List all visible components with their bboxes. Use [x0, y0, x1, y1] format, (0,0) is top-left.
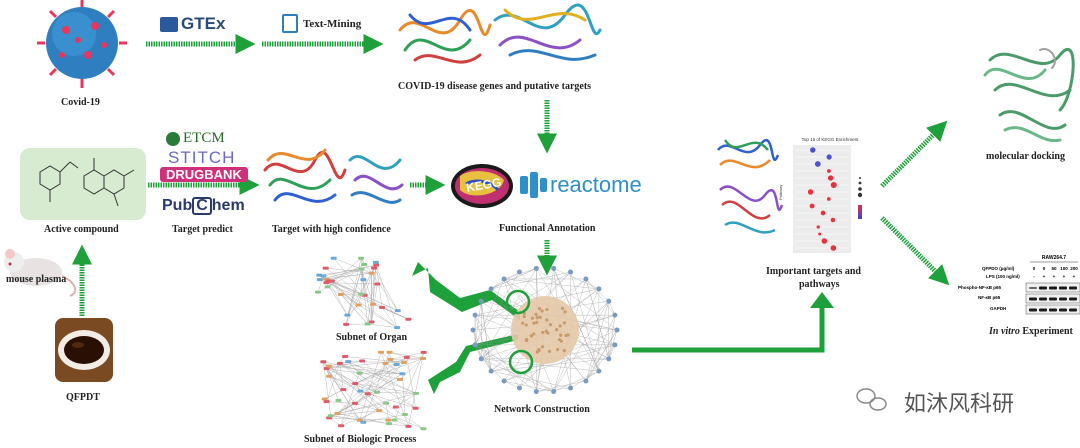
covid-virus-image: [37, 0, 127, 88]
active-compound-label: Active compound: [44, 224, 119, 235]
wb-blot-nfkb: NF-κB p65: [978, 295, 1001, 300]
etcm-logo: ETCM: [166, 130, 225, 147]
mouse-plasma-label: mouse plasma: [6, 274, 67, 285]
reactome-text: reactome: [550, 172, 642, 197]
protein-structure-middle: [263, 148, 404, 204]
subnet-bio-graph: [320, 350, 427, 431]
wb-band: [1049, 286, 1057, 290]
arrowhead-targets: [810, 292, 834, 308]
chart-title: Top 15 of KEGG Enrichment: [802, 137, 860, 142]
arrows: [72, 34, 950, 316]
wb-band: [1049, 297, 1057, 301]
arrow-to-docking: [880, 120, 948, 188]
document-icon: [282, 14, 298, 33]
target-predict-label: Target predict: [172, 224, 233, 235]
etcm-text: ETCM: [183, 130, 225, 146]
western-blot: RAW264.7 QFPDO (μg/ml) LPS (100 ng/ml) 0…: [958, 255, 1080, 315]
wb-row-qfpdo: QFPDO (μg/ml): [982, 266, 1015, 271]
wb-lps-value: +: [1073, 274, 1076, 279]
wb-lps-value: +: [1043, 274, 1046, 279]
functional-annotation-label: Functional Annotation: [499, 223, 596, 234]
wb-qfpdo-value: 200: [1070, 266, 1078, 271]
wb-row-lps: LPS (100 ng/ml): [986, 274, 1020, 279]
qfpdt-cup-image: [55, 318, 113, 382]
wb-cell-line: RAW264.7: [1042, 255, 1066, 261]
wb-band: [1059, 286, 1067, 290]
wb-band: [1059, 308, 1067, 312]
pubchem-pub: Pub: [162, 197, 193, 214]
network-construction-label: Network Construction: [494, 404, 590, 415]
in-vitro-label: In vitro Experiment: [989, 326, 1073, 337]
chemical-structures: [39, 158, 135, 207]
bio-highlight-circle: [508, 349, 534, 375]
disease-genes-label: COVID-19 disease genes and putative targ…: [398, 81, 592, 92]
molecular-docking-label: molecular docking: [986, 151, 1065, 162]
wb-band: [1029, 308, 1037, 312]
wb-band: [1069, 297, 1077, 301]
text-mining-logo: Text-Mining: [282, 14, 361, 33]
active-compound-box: [20, 148, 146, 220]
wb-qfpdo-value: 0: [1033, 266, 1036, 271]
wb-band: [1059, 297, 1067, 301]
reactome-icon: [520, 172, 547, 198]
covid-label: Covid-19: [61, 97, 100, 108]
wb-lps-value: -: [1033, 274, 1035, 279]
wb-qfpdo-value: 50: [1051, 266, 1057, 271]
arrow-to-experiment: [880, 216, 950, 286]
wb-band: [1039, 286, 1047, 290]
stitch-logo: STITCH: [168, 148, 236, 167]
in-vitro-italic: In vitro: [989, 326, 1020, 337]
wb-band: [1029, 297, 1037, 301]
wb-band: [1049, 308, 1057, 312]
wb-blot-phospho: Phospho-NF-κB p65: [958, 285, 1002, 290]
wb-band: [1029, 287, 1037, 289]
wb-band: [1039, 308, 1047, 312]
gtex-icon: [160, 16, 178, 32]
wb-qfpdo-value: 100: [1060, 266, 1068, 271]
pubchem-c: C: [192, 197, 212, 215]
network-graph: [470, 265, 620, 395]
subnet-organ-graph: [315, 256, 412, 330]
in-vitro-rest: Experiment: [1019, 326, 1073, 337]
zigzag-arrow-bio: [428, 334, 518, 394]
subnet-bio-label: Subnet of Biologic Process: [304, 434, 417, 445]
drugbank-logo: DRUGBANK: [160, 167, 248, 182]
watermark-text: 如沐风科研: [904, 392, 1015, 417]
mouse-image: [4, 249, 77, 297]
zigzag-arrow-organ: [412, 262, 520, 320]
target-confidence-label: Target with high confidence: [272, 224, 391, 235]
wb-band: [1069, 286, 1077, 290]
important-targets-label: Important targets and: [766, 266, 861, 277]
wb-lps-value: +: [1063, 274, 1066, 279]
wb-band: [1039, 297, 1047, 301]
gtex-logo: GTEx: [160, 14, 225, 34]
wb-lps-value: +: [1053, 274, 1056, 279]
kegg-dot-chart: Top 15 of KEGG Enrichment Pathway: [778, 137, 863, 253]
target-proteins: [717, 139, 784, 234]
arrow-network-targets: [632, 306, 825, 353]
kegg-logo: [451, 164, 513, 208]
etcm-icon: [166, 131, 180, 146]
organ-highlight-circle: [505, 289, 531, 315]
gtex-text: GTEx: [181, 14, 226, 33]
pubchem-hem: hem: [211, 197, 245, 214]
wb-blot-gapdh: GAPDH: [990, 306, 1006, 311]
protein-structure-top: [398, 3, 602, 64]
wb-qfpdo-value: 0: [1043, 266, 1046, 271]
wb-band: [1069, 308, 1077, 312]
subnet-organ-label: Subnet of Organ: [336, 332, 408, 343]
qfpdt-label: QFPDT: [66, 392, 100, 403]
wechat-icon: [856, 388, 887, 411]
docking-protein: [983, 47, 1075, 143]
text-mining-text: Text-Mining: [303, 17, 362, 30]
chart-ylabel: Pathway: [778, 185, 783, 200]
pathways-label: pathways: [799, 279, 840, 290]
